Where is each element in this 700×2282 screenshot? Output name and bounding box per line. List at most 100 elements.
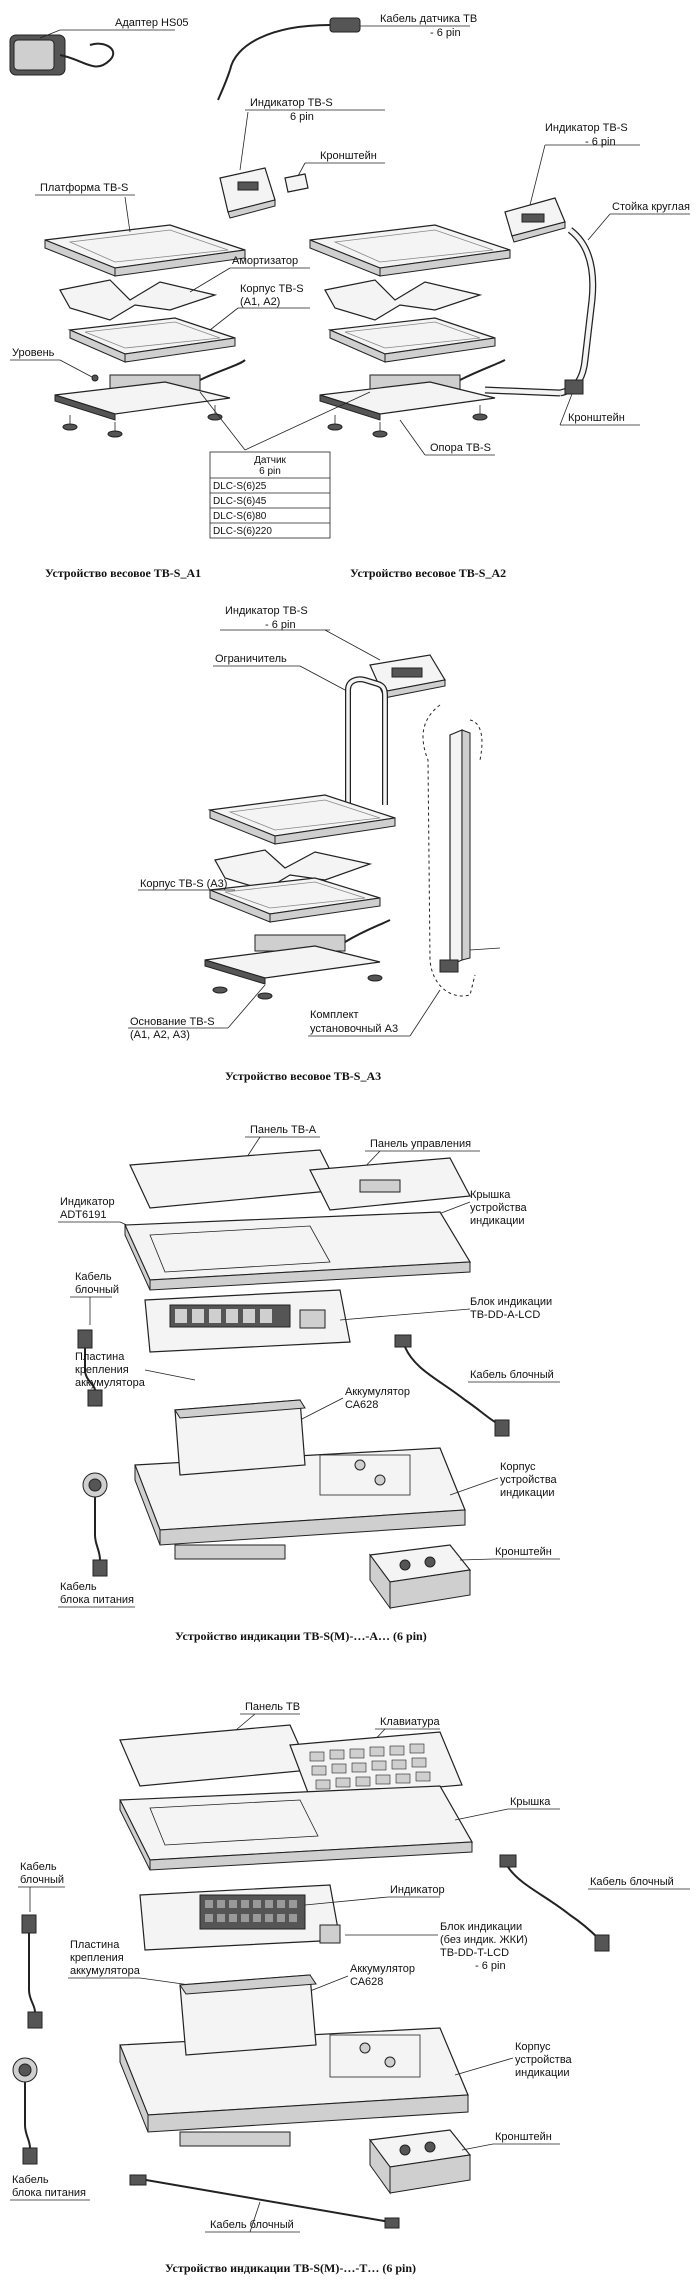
indicator-a2-drawing	[484, 197, 597, 397]
sensor-cable-label-2: - 6 pin	[430, 27, 461, 39]
battery-t-label-2: СА628	[350, 1976, 383, 1988]
sensor-table: Датчик 6 pin DLC-S(6)25 DLC-S(6)45 DLC-S…	[209, 451, 331, 539]
indicator-a1-label-1: Индикатор ТВ-S	[250, 97, 333, 109]
housing-a-label-1: Корпус	[500, 1461, 536, 1473]
indicator-adt-label-2: ADT6191	[60, 1209, 106, 1221]
battery-t-label-1: Аккумулятор	[350, 1963, 415, 1975]
cable-block-left-label-2: блочный	[75, 1284, 119, 1296]
keyboard-label: Клавиатура	[380, 1716, 440, 1728]
bracket-a-label: Кронштейн	[495, 1546, 552, 1558]
sensor-table-title: Датчик	[254, 455, 286, 466]
housing-a-label-3: индикации	[500, 1487, 555, 1499]
battery-a-label-2: СА628	[345, 1399, 378, 1411]
a3-stand-drawing	[422, 704, 501, 997]
base-label-2: (А1, А2, А3)	[130, 1029, 190, 1041]
power-cable-a-label-2: блока питания	[60, 1594, 134, 1606]
limiter-label: Ограничитель	[215, 653, 287, 665]
indicator-adt-label-1: Индикатор	[60, 1196, 115, 1208]
adapter-label: Адаптер HS05	[115, 17, 189, 29]
power-cable-a-drawing	[82, 1472, 108, 1577]
sensor-table-row: DLC-S(6)220	[213, 526, 272, 537]
display-block-a-label-1: Блок индикации	[470, 1296, 552, 1308]
housing-t-drawing	[119, 1974, 469, 2147]
sensor-table-row: DLC-S(6)25	[213, 481, 267, 492]
panel-tva-label: Панель ТВ-А	[250, 1124, 317, 1136]
sensor-table-subtitle: 6 pin	[259, 466, 281, 477]
display-block-t-label-1: Блок индикации	[440, 1921, 522, 1933]
sensor-table-row: DLC-S(6)45	[213, 496, 267, 507]
section-scales-a1-a2: Адаптер HS05 Кабель датчика ТВ - 6 pin И…	[9, 13, 690, 580]
scale-a1-drawing	[44, 224, 246, 438]
housing-a-label-2: устройства	[500, 1474, 558, 1486]
scale-a2-drawing	[309, 224, 511, 438]
bracket-t-label: Кронштейн	[495, 2131, 552, 2143]
body-a1a2-label-2: (А1, А2)	[240, 296, 280, 308]
platform-label: Платформа ТВ-S	[40, 182, 128, 194]
cable-block-right-label-a: Кабель блочный	[470, 1369, 554, 1381]
cable-block-t-left-label-2: блочный	[20, 1874, 64, 1886]
panel-tv-drawing	[119, 1724, 463, 1799]
adapter-drawing	[9, 34, 115, 76]
bracket-a-drawing	[368, 1544, 472, 1610]
a3-indicator-drawing	[369, 654, 446, 699]
power-cable-t-drawing	[12, 2057, 38, 2165]
cable-block-t-left-drawing	[21, 1914, 43, 2029]
cover-label-3: индикации	[470, 1215, 525, 1227]
a3-indicator-label-2: - 6 pin	[265, 619, 296, 631]
section-scales-a3: Индикатор ТВ-S - 6 pin Ограничитель	[128, 605, 501, 1083]
indicator-a1-label-2: 6 pin	[290, 111, 314, 123]
display-block-a-label-2: TB-DD-A-LCD	[470, 1309, 540, 1321]
scale-a3-drawing	[204, 794, 396, 1000]
cable-block-t-right-drawing	[499, 1854, 610, 1952]
cable-block-t-right-label: Кабель блочный	[590, 1876, 674, 1888]
caption-a3: Устройство весовое ТВ-S_A3	[225, 1069, 381, 1083]
section-indicator-a: Панель ТВ-А Панель управления Индикатор …	[58, 1124, 560, 1643]
bracket-bottom-label: Кронштейн	[568, 412, 625, 424]
battery-a-label-1: Аккумулятор	[345, 1386, 410, 1398]
plate-t-label-2: крепления	[70, 1952, 124, 1964]
plate-label-3: аккумулятора	[75, 1377, 146, 1389]
display-block-t-label-4: - 6 pin	[475, 1960, 506, 1972]
sensor-table-row: DLC-S(6)80	[213, 511, 267, 522]
plate-label-2: крепления	[75, 1364, 129, 1376]
cable-block-left-label-1: Кабель	[75, 1271, 112, 1283]
housing-a-drawing	[134, 1399, 466, 1560]
display-block-a-drawing	[144, 1289, 351, 1353]
cable-block-right-drawing	[394, 1334, 510, 1437]
cable-block-bottom-drawing	[129, 2174, 400, 2229]
bracket-top-label: Кронштейн	[320, 150, 377, 162]
housing-t-label-1: Корпус	[515, 2041, 551, 2053]
kit-label-1: Комплект	[310, 1009, 359, 1021]
support-label: Опора ТВ-S	[430, 442, 491, 454]
caption-indicator-a: Устройство индикации ТВ-S(M)-…-A… (6 pin…	[175, 1629, 427, 1643]
round-stand-label: Стойка круглая	[612, 201, 690, 213]
cable-block-bottom-label: Кабель блочный	[210, 2219, 294, 2231]
display-block-t-label-2: (без индик. ЖКИ)	[440, 1934, 528, 1946]
control-panel-label: Панель управления	[370, 1138, 471, 1150]
power-cable-t-label-2: блока питания	[12, 2187, 86, 2199]
indicator-a2-label-1: Индикатор ТВ-S	[545, 122, 628, 134]
housing-t-label-3: индикации	[515, 2067, 570, 2079]
caption-indicator-t: Устройство индикации ТВ-S(M)-…-T… (6 pin…	[165, 2261, 416, 2275]
display-block-t-drawing	[139, 1884, 341, 1951]
cover-label-2: устройства	[470, 1202, 528, 1214]
panel-tva-drawing	[129, 1149, 471, 1211]
limiter-drawing	[345, 676, 388, 810]
indicator-a2-label-2: - 6 pin	[585, 136, 616, 148]
damper-label: Амортизатор	[232, 255, 298, 267]
section-indicator-t: Панель ТВ Клавиатура	[10, 1701, 690, 2275]
caption-a2: Устройство весовое ТВ-S_A2	[350, 566, 506, 580]
a3-indicator-label-1: Индикатор ТВ-S	[225, 605, 308, 617]
plate-label-1: Пластина	[75, 1351, 125, 1363]
body-a1a2-label-1: Корпус ТВ-S	[240, 283, 304, 295]
base-label-1: Основание ТВ-S	[130, 1016, 215, 1028]
indicator-t-label: Индикатор	[390, 1884, 445, 1896]
sensor-cable-label-1: Кабель датчика ТВ	[380, 13, 477, 25]
kit-label-2: установочный А3	[310, 1023, 398, 1035]
bracket-t-drawing	[368, 2129, 472, 2195]
caption-a1: Устройство весовое ТВ-S_A1	[45, 566, 201, 580]
cable-block-left-drawing	[77, 1329, 103, 1407]
sensor-cable-drawing	[217, 17, 361, 101]
cover-t-label: Крышка	[510, 1796, 551, 1808]
